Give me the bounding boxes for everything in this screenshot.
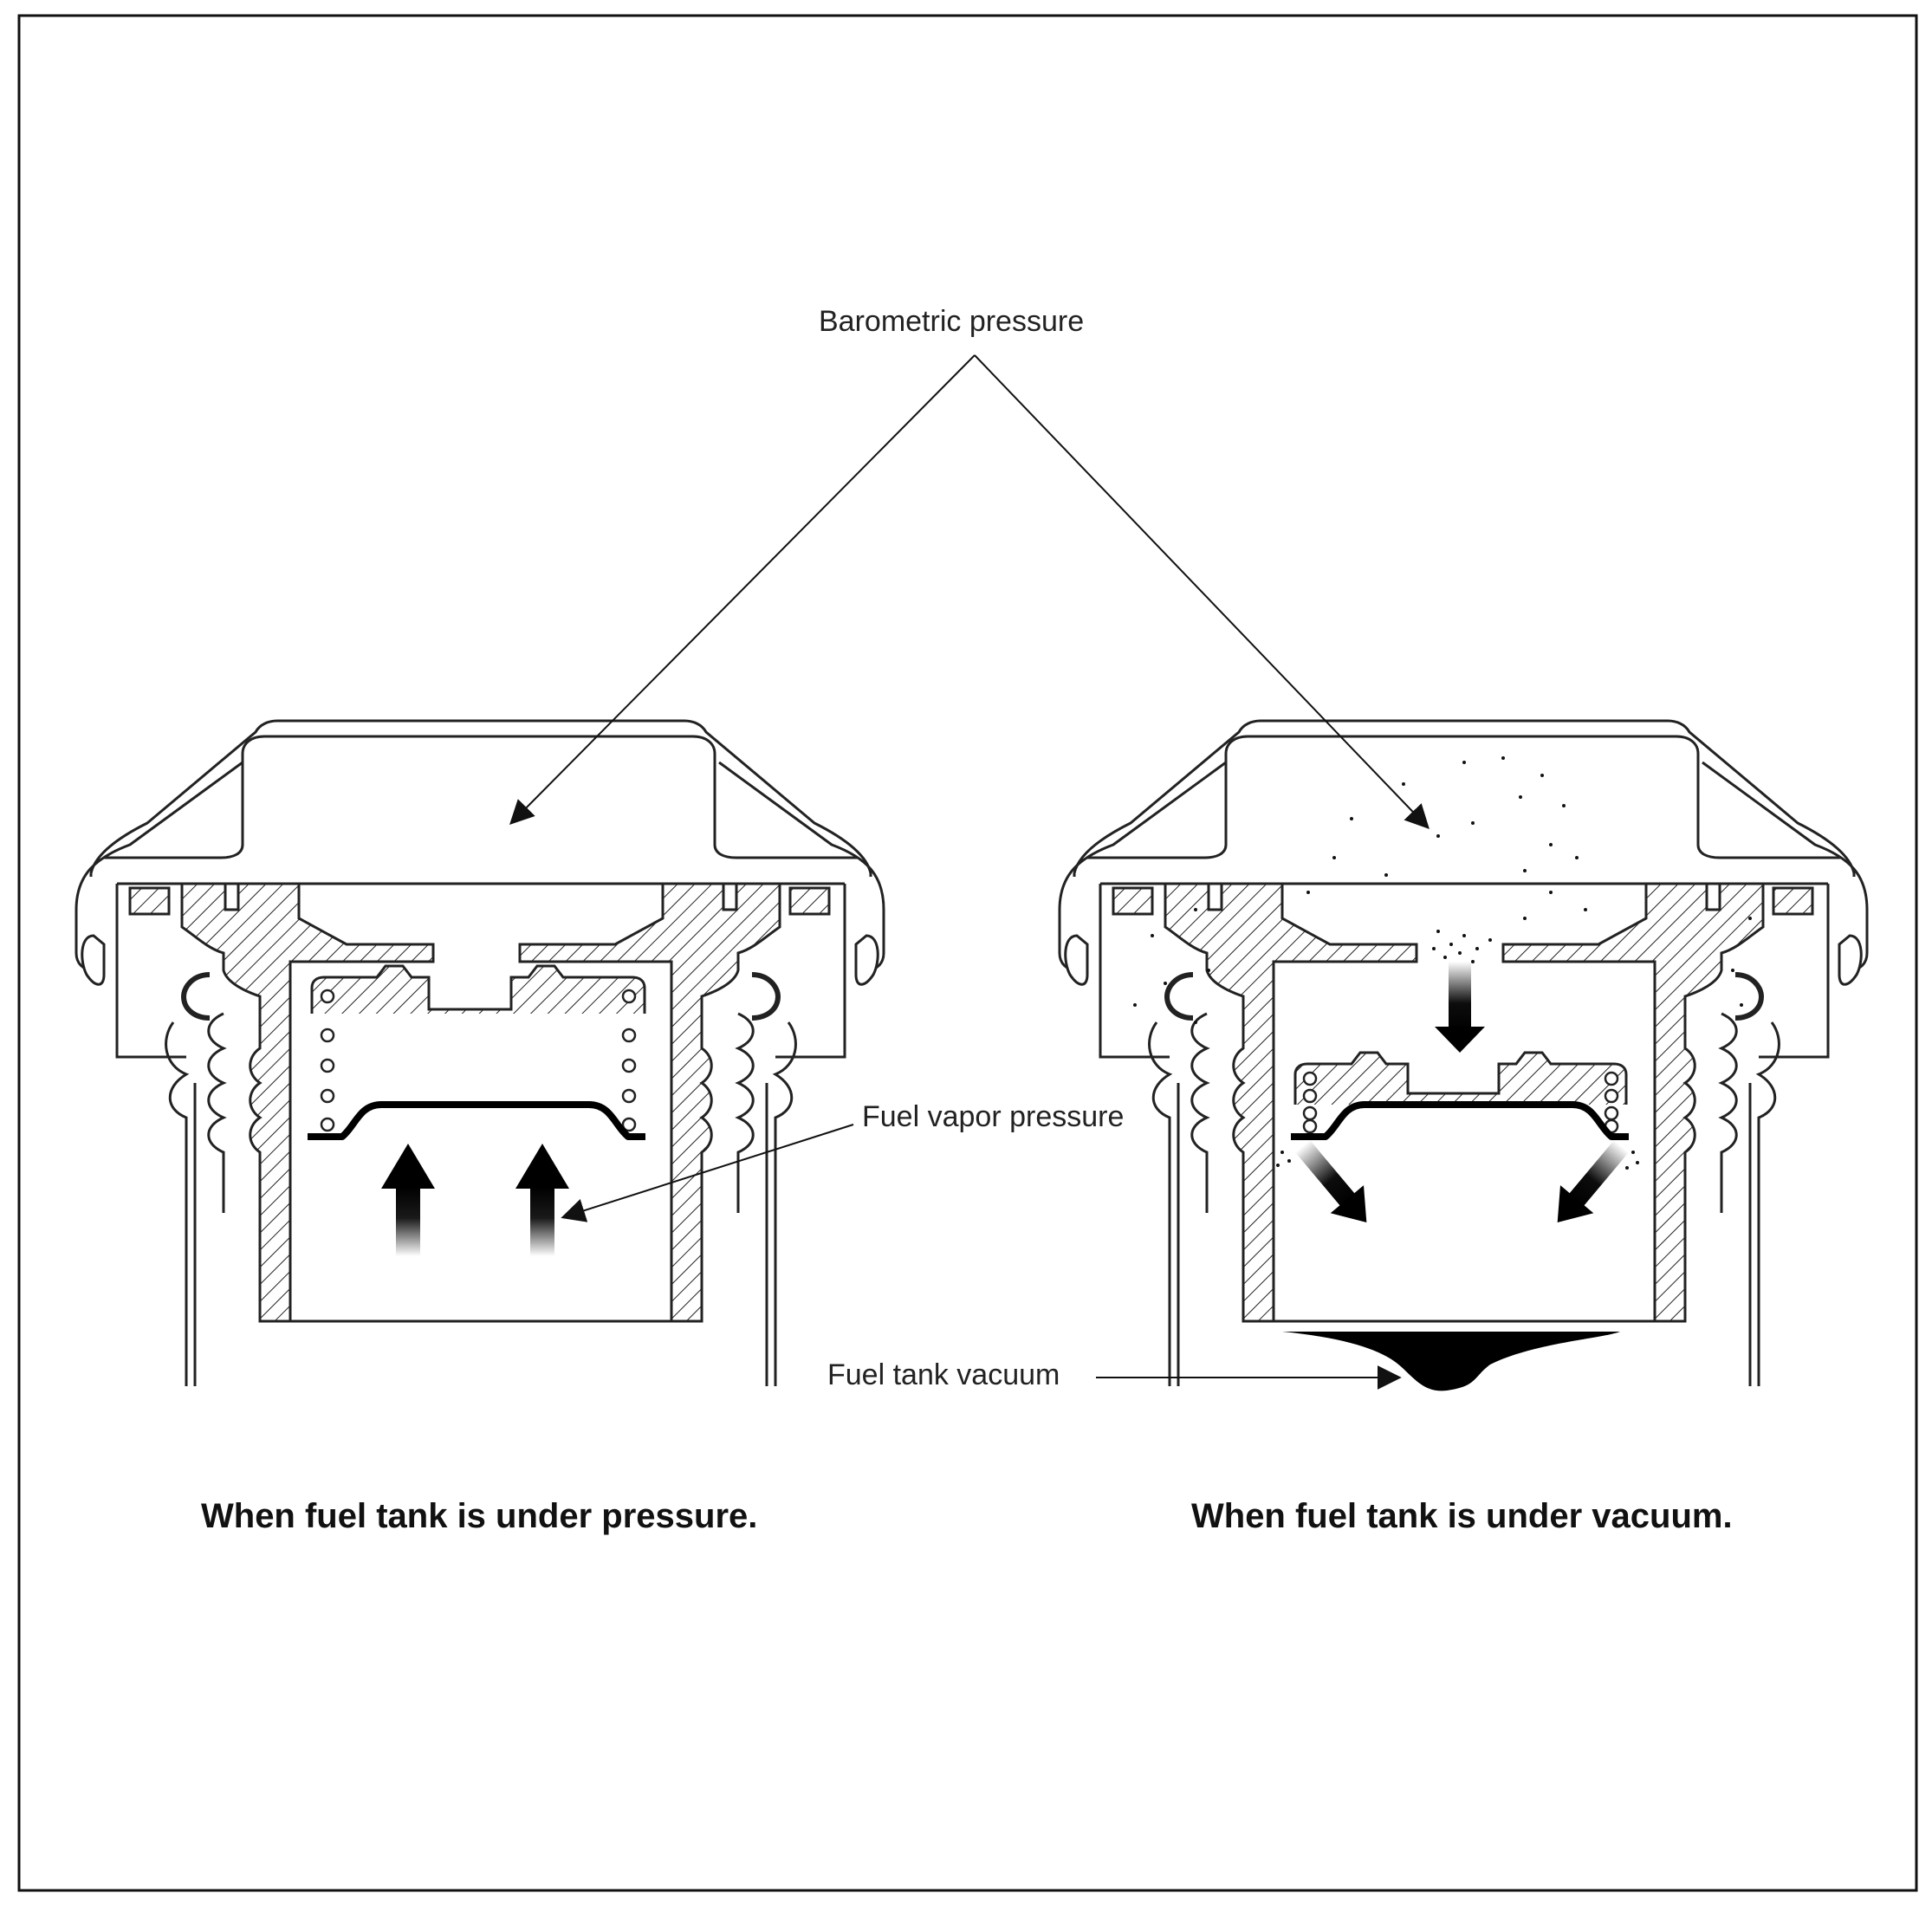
- barometric-pressure-label: Barometric pressure: [819, 305, 1085, 338]
- air-particles: [1133, 756, 1752, 1170]
- fuel-vapor-pressure-label: Fuel vapor pressure: [862, 1100, 1125, 1133]
- fuel-tank-vacuum-label: Fuel tank vacuum: [827, 1358, 1060, 1391]
- barometric-leader-left: [509, 354, 976, 825]
- page-frame: [17, 14, 1918, 1892]
- spring: [1302, 1071, 1619, 1134]
- cap-vacuum: [1060, 721, 1867, 1391]
- valve-cover: [310, 964, 646, 1014]
- caption-pressure: When fuel tank is under pressure.: [201, 1497, 758, 1535]
- fuel-vapor-leader: [561, 1124, 854, 1222]
- valve-cover: [1293, 1051, 1628, 1105]
- caption-vacuum: When fuel tank is under vacuum.: [1191, 1497, 1733, 1535]
- up-arrow-icon: [515, 1144, 569, 1256]
- cap-pressure: [76, 721, 884, 1386]
- barometric-leader-right: [974, 354, 1430, 830]
- diaphragm: [1291, 1101, 1629, 1140]
- down-left-arrow-icon: [1557, 1139, 1629, 1223]
- spring: [320, 989, 637, 1132]
- up-arrow-icon: [381, 1144, 435, 1256]
- vacuum-shape: [1282, 1332, 1620, 1391]
- down-right-arrow-icon: [1295, 1139, 1367, 1223]
- down-arrow-icon: [1435, 962, 1485, 1053]
- diaphragm: [308, 1101, 645, 1140]
